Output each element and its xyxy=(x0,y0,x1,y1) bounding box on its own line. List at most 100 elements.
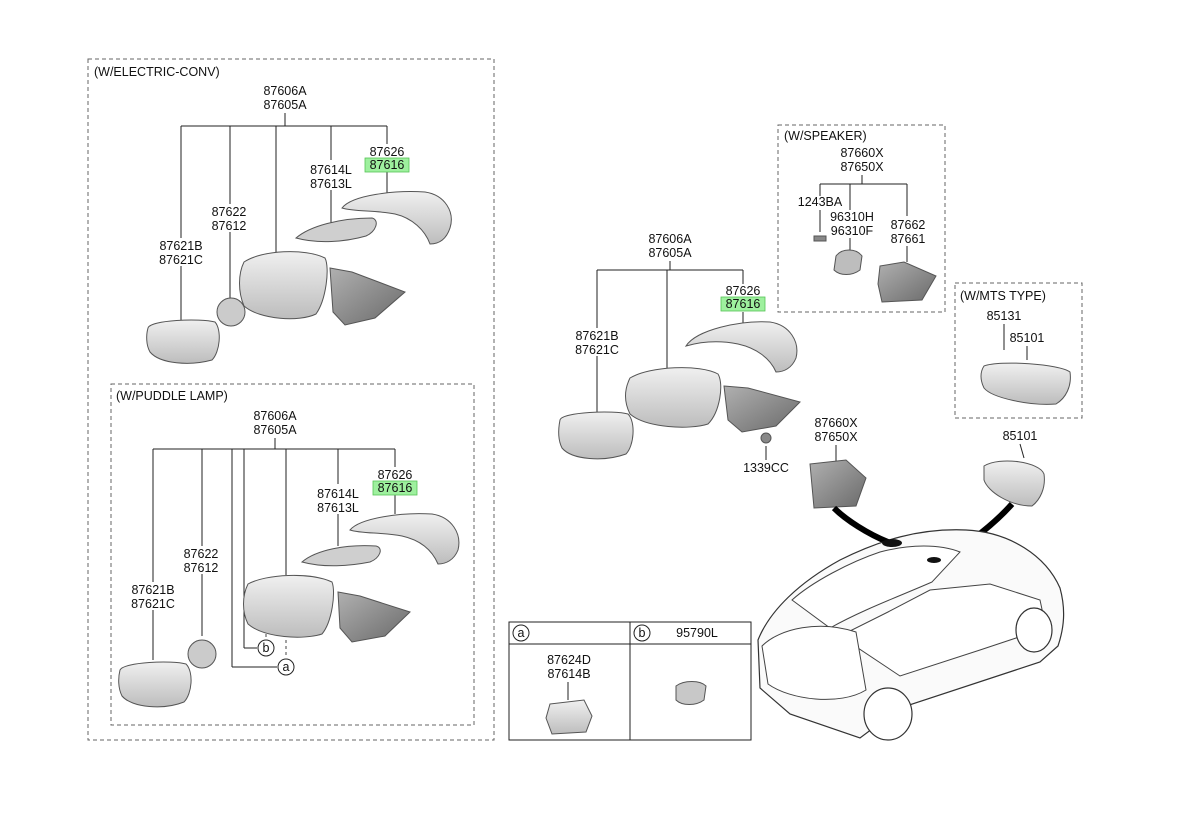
roof-speaker-spot xyxy=(882,539,902,547)
puddle-assy-label-b: 87605A xyxy=(253,423,297,437)
speaker-part-label-a: 96310H xyxy=(830,210,874,224)
speaker-location-arrow xyxy=(831,505,890,545)
ref-letter-a: a xyxy=(283,660,290,674)
ref-table-letter-a: a xyxy=(518,626,525,640)
mirror-housing-part xyxy=(239,251,328,320)
ref-table-circle-a xyxy=(512,624,530,642)
glass-label-a: 87621B xyxy=(159,239,202,253)
center-assy-label-b: 87605A xyxy=(648,246,692,260)
center-mirror-base-part xyxy=(723,385,801,433)
puddle-lamp-title: (W/PUDDLE LAMP) xyxy=(116,389,228,403)
ref-circle-b xyxy=(257,639,275,657)
suv-rear xyxy=(761,625,867,700)
speaker-group: (W/SPEAKER) 87660X 87650X 1243BA 96310H … xyxy=(777,124,946,313)
bolt-part xyxy=(813,235,827,242)
cover-label-a: 87626 xyxy=(370,145,405,159)
puddle-lamp-part xyxy=(545,699,593,735)
mirror-glass-part xyxy=(146,319,220,364)
center-glass-label-a: 87621B xyxy=(575,329,618,343)
puddle-repeater-lamp-part xyxy=(300,545,381,567)
puddle-lamp-group: (W/PUDDLE LAMP) 87606A 87605A 87614L 876… xyxy=(110,383,475,726)
suv-roof xyxy=(791,545,961,629)
puddle-cover-label-a: 87626 xyxy=(378,468,413,482)
car-room-mirror-label: 85101 xyxy=(1003,429,1038,443)
puddle-glass-label-a: 87621B xyxy=(131,583,174,597)
mirror-cover-part xyxy=(341,191,452,245)
center-mirror-glass-part xyxy=(558,411,634,460)
speaker-part xyxy=(833,249,863,275)
center-mirror-cover-part xyxy=(684,321,798,373)
puddle-actuator-label-b: 87612 xyxy=(184,561,219,575)
center-clip-label: 1339CC xyxy=(743,461,789,475)
electric-conv-group: (W/ELECTRIC-CONV) 87606A 87605A 87614L 8… xyxy=(87,58,495,741)
puddle-glass-label-b: 87621C xyxy=(131,597,175,611)
car-speaker-label-b: 87650X xyxy=(814,430,858,444)
electric-conv-frame xyxy=(87,58,495,741)
mts-mirror-part xyxy=(980,362,1071,405)
lamp-label-b: 87613L xyxy=(310,177,352,191)
garnish-label-b: 87661 xyxy=(891,232,926,246)
speaker-leader-lines xyxy=(819,175,908,262)
puddle-cover-highlight xyxy=(372,480,418,496)
mirror-base-part xyxy=(329,267,406,326)
speaker-title: (W/SPEAKER) xyxy=(784,129,867,143)
reference-table: a b 95790L 87624D 87614B xyxy=(508,621,752,741)
ref-table-b-part: 95790L xyxy=(676,626,718,640)
mts-title: (W/MTS TYPE) xyxy=(960,289,1046,303)
suv-rear-wheel xyxy=(863,687,913,741)
puddle-lamp-label-a: 87614L xyxy=(317,487,359,501)
puddle-mirror-cover-part xyxy=(349,513,460,565)
actuator-part xyxy=(216,297,246,327)
lamp-label-a: 87614L xyxy=(310,163,352,177)
speaker-assy-label-b: 87650X xyxy=(840,160,884,174)
roof-mirror-spot xyxy=(927,557,941,563)
speaker-assy-label-a: 87660X xyxy=(840,146,884,160)
puddle-lamp-label-b: 87613L xyxy=(317,501,359,515)
speaker-frame xyxy=(777,124,946,313)
puddle-lamp-frame xyxy=(110,383,475,726)
center-mirror-group: 87606A 87605A 87626 87616 87621B 87621C … xyxy=(558,232,801,475)
ref-table-a-part-1: 87624D xyxy=(547,653,591,667)
cover-highlight xyxy=(364,157,410,173)
car-speaker-label-a: 87660X xyxy=(814,416,858,430)
puddle-assy-label-a: 87606A xyxy=(253,409,297,423)
puddle-bulb-part xyxy=(675,681,707,705)
garnish-label-a: 87662 xyxy=(891,218,926,232)
center-assy-label-a: 87606A xyxy=(648,232,692,246)
mts-group: (W/MTS TYPE) 85131 85101 xyxy=(954,282,1083,419)
vehicle-group: 87660X 87650X 85101 xyxy=(757,416,1065,741)
ref-letter-b: b xyxy=(263,641,270,655)
speaker-part-label-b: 96310F xyxy=(831,224,874,238)
suv-front-wheel xyxy=(1015,607,1053,653)
center-glass-label-b: 87621C xyxy=(575,343,619,357)
mts-frame xyxy=(954,282,1083,419)
cover-label-b: 87616 xyxy=(370,158,405,172)
ref-table-circle-b xyxy=(633,624,651,642)
center-leader-lines xyxy=(596,261,767,460)
center-clip-part xyxy=(760,432,772,444)
puddle-mirror-housing-part xyxy=(243,575,335,638)
side-repeater-lamp-part xyxy=(294,217,377,243)
ref-circle-a xyxy=(277,658,295,676)
suv-side-windows xyxy=(839,583,1047,677)
center-cover-highlight xyxy=(720,296,766,312)
puddle-mirror-glass-part xyxy=(118,661,192,708)
garnish-part xyxy=(877,261,937,303)
assy-label-a: 87606A xyxy=(263,84,307,98)
center-mirror-housing-part xyxy=(625,367,722,428)
puddle-cover-label-b: 87616 xyxy=(378,481,413,495)
assy-label-b: 87605A xyxy=(263,98,307,112)
ref-table-letter-b: b xyxy=(639,626,646,640)
glass-label-b: 87621C xyxy=(159,253,203,267)
actuator-label-b: 87612 xyxy=(212,219,247,233)
bolt-label: 1243BA xyxy=(798,195,843,209)
actuator-label-a: 87622 xyxy=(212,205,247,219)
ref-table-a-part-2: 87614B xyxy=(547,667,590,681)
car-speaker-part xyxy=(809,459,867,509)
center-cover-label-a: 87626 xyxy=(726,284,761,298)
electric-leader-lines xyxy=(180,113,388,322)
puddle-actuator-part xyxy=(187,639,217,669)
puddle-actuator-label-a: 87622 xyxy=(184,547,219,561)
mts-cover-label: 85131 xyxy=(987,309,1022,323)
